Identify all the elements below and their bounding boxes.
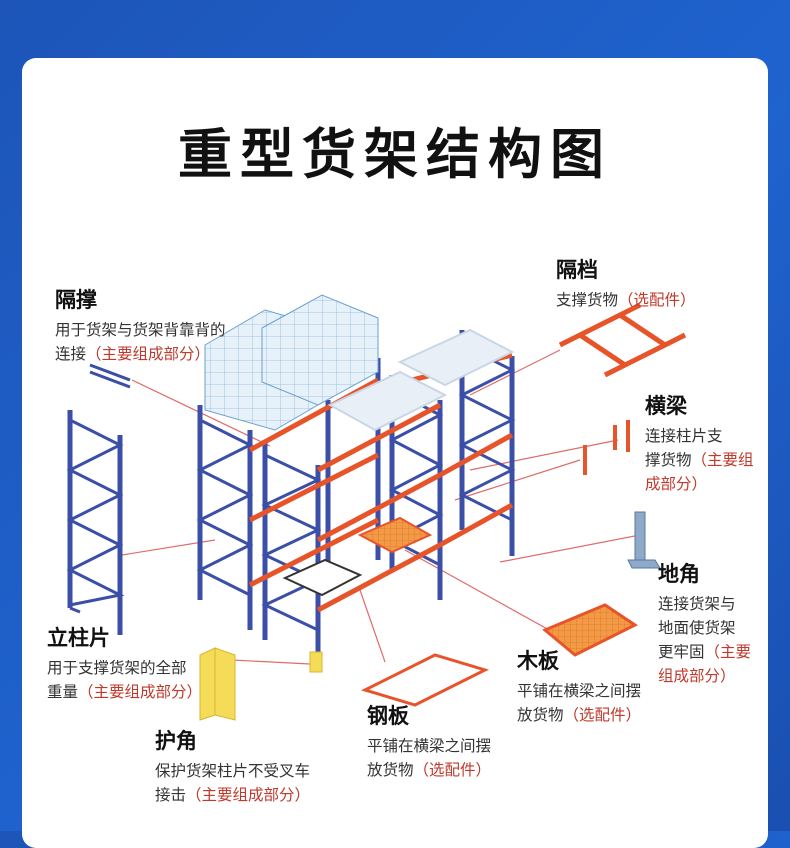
label-wood-name: 木板 [517, 649, 559, 673]
label-steel-note: （选配件） [413, 761, 492, 779]
label-steel-desc-1: 平铺在横梁之间摆 [367, 737, 492, 755]
label-brace-desc-2: 连接 [55, 345, 87, 363]
label-guard-note: （主要组成部分） [186, 786, 311, 804]
label-wood-desc-1: 平铺在横梁之间摆 [517, 682, 642, 700]
pallets [327, 328, 515, 432]
content-card [22, 58, 768, 848]
label-base-desc-1: 连接货架与 [658, 595, 736, 613]
label-upright: 立柱片 用于支撑货架的全部 重量（主要组成部分） [47, 622, 202, 704]
label-guard-name: 护角 [155, 729, 197, 753]
label-beam-note: （主要组成部分） [645, 451, 754, 493]
label-steel-desc-2: 放货物 [367, 761, 414, 779]
label-brace-note: （主要组成部分） [86, 345, 211, 363]
wood-board-drawing [542, 603, 638, 657]
brace-part-drawing [89, 363, 131, 389]
label-divider: 隔档 支撑货物（选配件） [556, 254, 696, 312]
label-divider-note: （选配件） [618, 291, 696, 309]
beam-connector-drawing [583, 420, 630, 475]
label-beam-name: 横梁 [645, 394, 687, 418]
label-divider-name: 隔档 [556, 258, 598, 282]
label-beam-desc-2: 撑货物 [645, 451, 692, 469]
label-beam-desc-1: 连接柱片支 [645, 427, 723, 445]
label-steel: 钢板 平铺在横梁之间摆 放货物（选配件） [367, 700, 491, 782]
label-base: 地角 连接货架与 地面使货架 更牢固（主要组成部分） [658, 558, 763, 688]
label-brace-desc-1: 用于货架与货架背靠背的 [55, 321, 226, 339]
rack-beams [248, 352, 514, 613]
label-steel-name: 钢板 [367, 704, 409, 728]
label-wood-note: （选配件） [563, 706, 642, 724]
cargo-boxes [204, 294, 379, 431]
base-plate-drawing [627, 511, 661, 569]
label-base-desc-3: 更牢固 [658, 643, 705, 661]
label-guard-desc-2: 接击 [155, 786, 187, 804]
label-upright-note: （主要组成部分） [78, 683, 203, 701]
label-base-name: 地角 [658, 562, 700, 586]
label-brace: 隔撑 用于货架与货架背靠背的 连接（主要组成部分） [55, 284, 226, 366]
label-guard: 护角 保护货架柱片不受叉车 接击（主要组成部分） [155, 725, 310, 807]
label-brace-name: 隔撑 [55, 288, 97, 312]
label-beam: 横梁 连接柱片支 撑货物（主要组成部分） [645, 390, 755, 496]
label-wood: 木板 平铺在横梁之间摆 放货物（选配件） [517, 645, 641, 727]
upright-frame-drawing [66, 410, 125, 635]
label-wood-desc-2: 放货物 [517, 706, 564, 724]
corner-guard-drawing [199, 647, 236, 721]
label-upright-desc-1: 用于支撑货架的全部 [47, 659, 187, 677]
label-upright-desc-2: 重量 [47, 683, 79, 701]
label-upright-name: 立柱片 [47, 626, 110, 650]
steel-plate-drawing [360, 653, 490, 707]
label-base-desc-2: 地面使货架 [658, 619, 736, 637]
divider-part-drawing [558, 302, 687, 378]
label-divider-desc-1: 支撑货物 [556, 291, 619, 309]
page-title: 重型货架结构图 [178, 123, 612, 186]
rack-structure-diagram [66, 294, 687, 721]
connector-lines [121, 349, 641, 665]
label-guard-desc-1: 保护货架柱片不受叉车 [155, 762, 311, 780]
rack-uprights [196, 330, 516, 665]
label-base-note: （主要组成部分） [658, 643, 752, 685]
